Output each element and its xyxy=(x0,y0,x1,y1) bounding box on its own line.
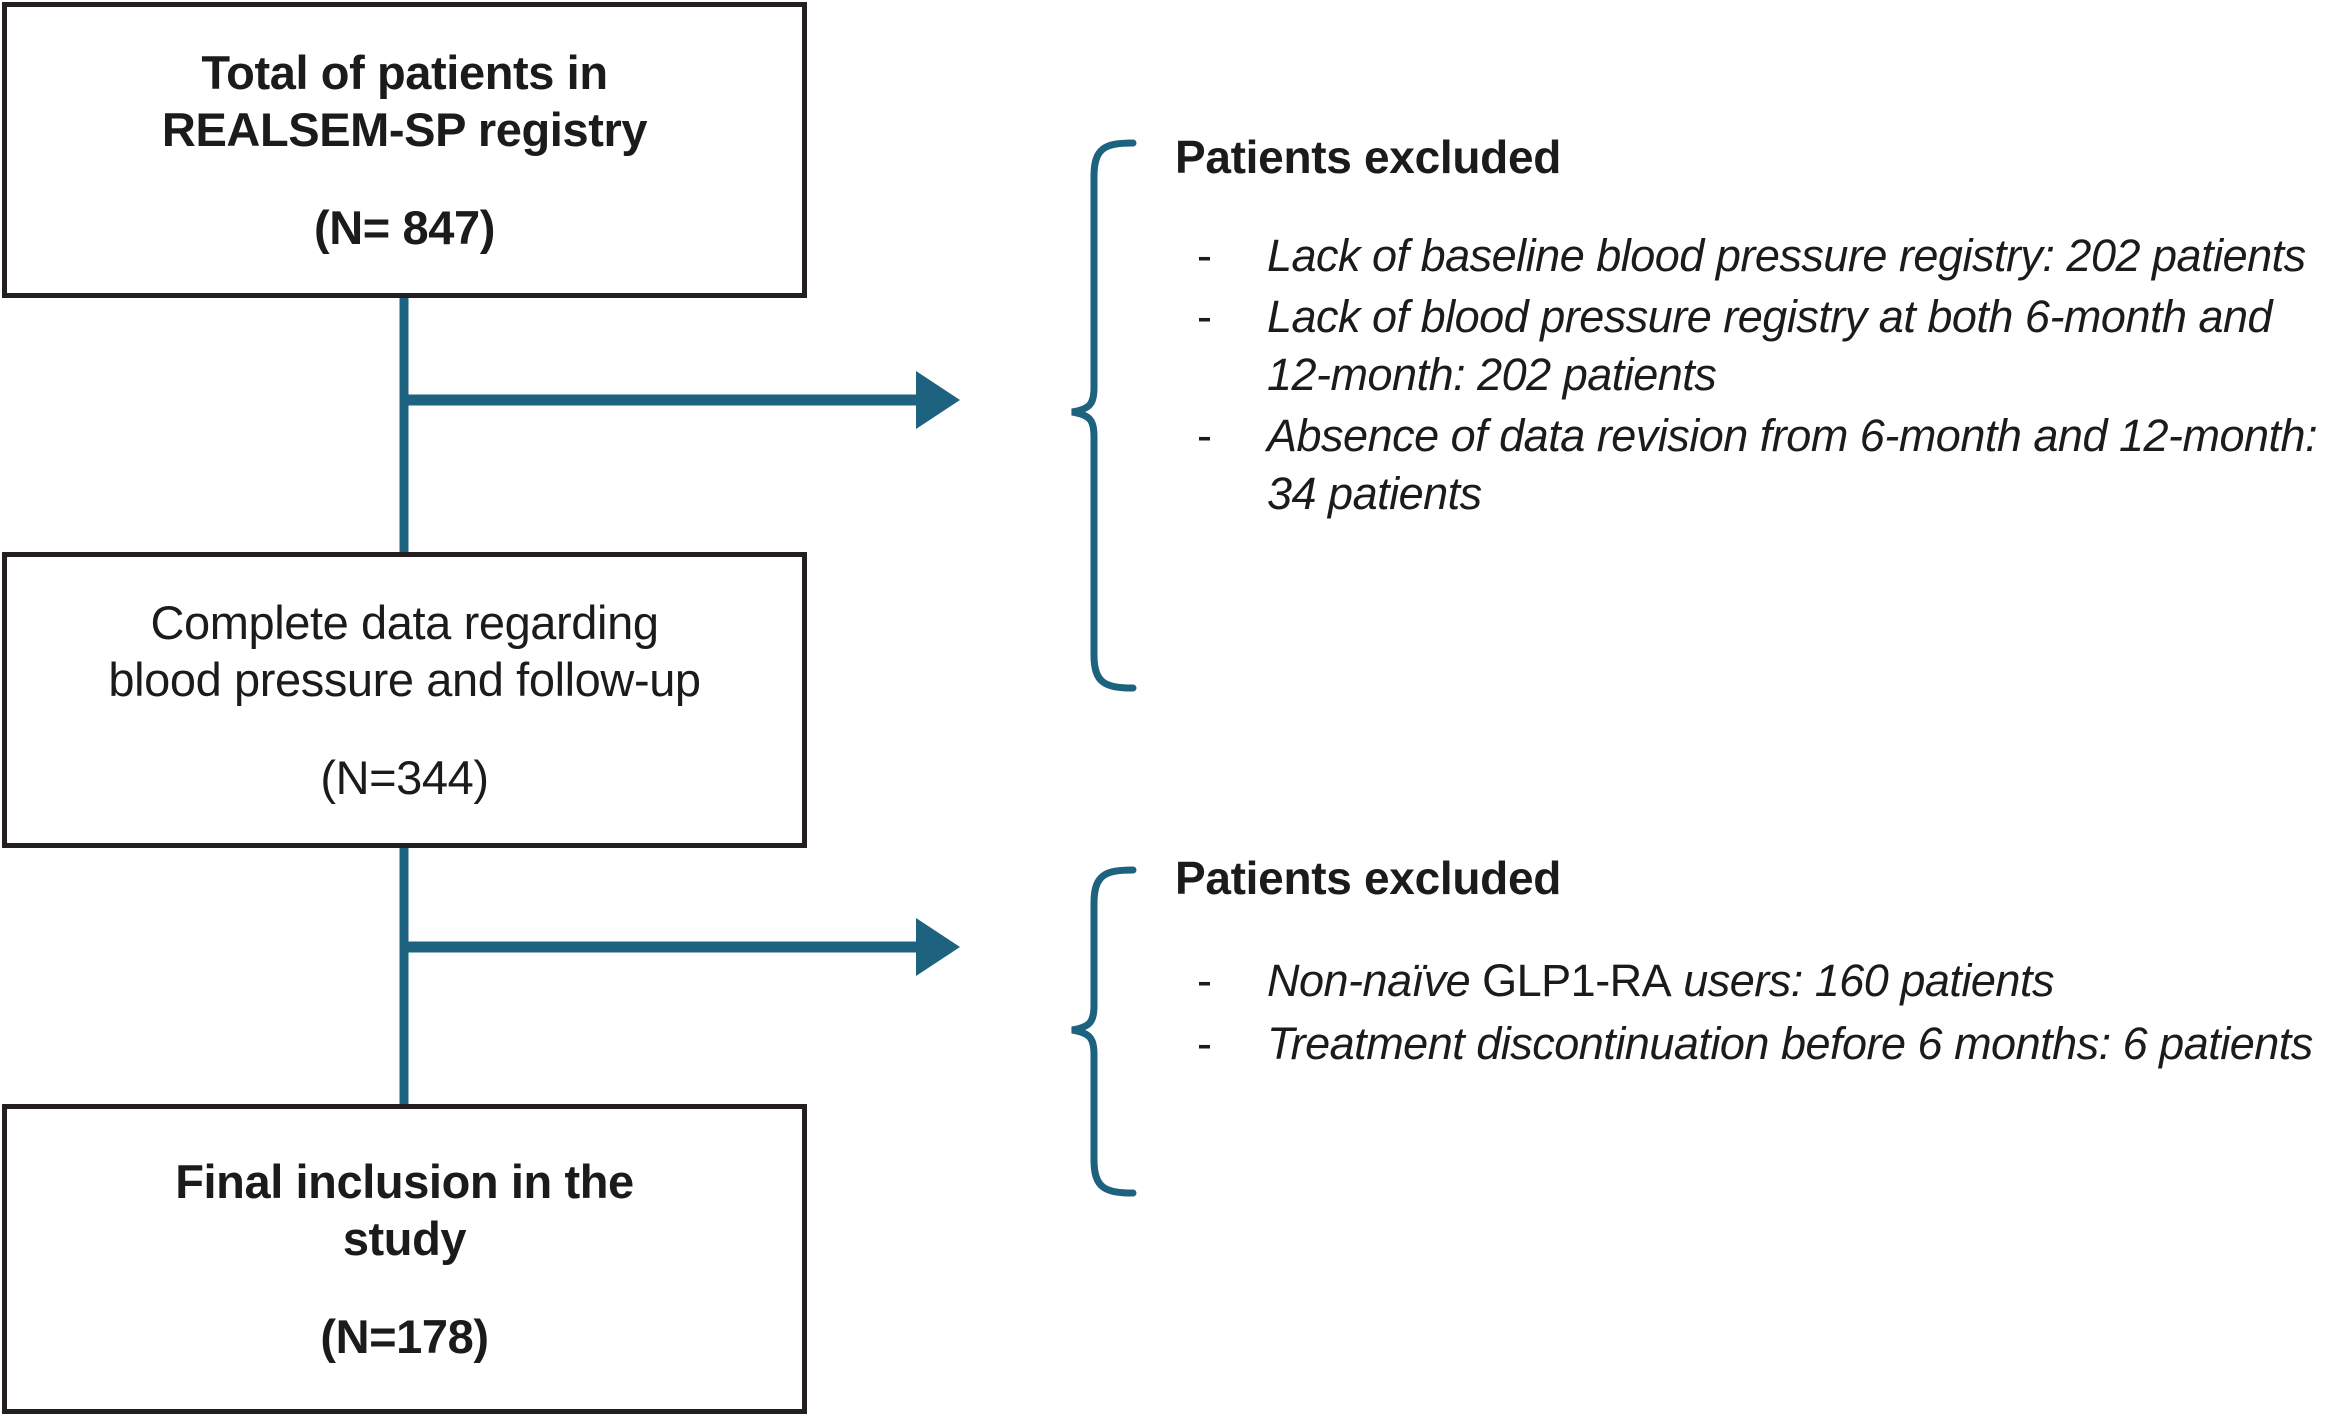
flow-box-final-inclusion-title: Final inclusion in the study xyxy=(175,1155,634,1266)
exclusion-one-item-text: Lack of baseline blood pressure registry… xyxy=(1267,229,2306,281)
list-dash-marker: - xyxy=(1197,1018,1212,1070)
exclusion-two-item-text-before: Non-naïve xyxy=(1267,954,1483,1006)
arrow-head-exclusion-two xyxy=(916,918,960,976)
exclusion-one-item: - Absence of data revision from 6-month … xyxy=(1175,407,2337,522)
list-dash-marker: - xyxy=(1197,229,1212,281)
exclusion-one-item-text: Absence of data revision from 6-month an… xyxy=(1267,410,2318,519)
exclusion-one-item: - Lack of blood pressure registry at bot… xyxy=(1175,288,2337,403)
flow-box-complete-data: Complete data regarding blood pressure a… xyxy=(2,552,807,848)
flow-box-final-inclusion: Final inclusion in the study (N=178) xyxy=(2,1104,807,1414)
exclusion-two-item-text: Non-naïve GLP1-RA users: 160 patients xyxy=(1267,952,2337,1010)
flow-box-registry-count: (N= 847) xyxy=(314,200,495,254)
exclusion-two-item: - Treatment discontinuation before 6 mon… xyxy=(1175,1015,2337,1073)
exclusion-two-heading: Patients excluded xyxy=(1175,852,1562,904)
brace-exclusion-one xyxy=(1071,139,1137,692)
list-dash-marker: - xyxy=(1197,954,1212,1006)
exclusion-two-item-text-after: users: 160 patients xyxy=(1671,954,2054,1006)
flow-box-complete-data-count: (N=344) xyxy=(320,750,489,804)
flow-box-complete-data-title: Complete data regarding blood pressure a… xyxy=(108,596,701,707)
exclusion-one-item-text: Lack of blood pressure registry at both … xyxy=(1267,291,2273,400)
list-dash-marker: - xyxy=(1197,291,1212,343)
exclusion-one-list: - Lack of baseline blood pressure regist… xyxy=(1175,227,2337,523)
exclusion-one-item: - Lack of baseline blood pressure regist… xyxy=(1175,227,2337,285)
flow-box-registry: Total of patients in REALSEM-SP registry… xyxy=(2,2,807,298)
flow-box-registry-title: Total of patients in REALSEM-SP registry xyxy=(161,46,648,157)
exclusion-two-item-text: Treatment discontinuation before 6 month… xyxy=(1267,1018,2313,1070)
exclusion-two-item-drug-name: GLP1-RA xyxy=(1482,954,1672,1006)
exclusion-two-item: - Non-naïve GLP1-RA users: 160 patients xyxy=(1175,952,2337,1010)
exclusion-block-one: Patients excluded - Lack of baseline blo… xyxy=(1175,132,2337,527)
exclusion-one-heading: Patients excluded xyxy=(1175,131,1562,183)
exclusion-block-two: Patients excluded - Non-naïve GLP1-RA us… xyxy=(1175,853,2337,1079)
arrow-head-exclusion-one xyxy=(916,371,960,429)
exclusion-two-list: - Non-naïve GLP1-RA users: 160 patients … xyxy=(1175,952,2337,1073)
brace-exclusion-two xyxy=(1071,866,1137,1197)
flow-box-final-inclusion-count: (N=178) xyxy=(320,1309,489,1363)
list-dash-marker: - xyxy=(1197,410,1212,462)
